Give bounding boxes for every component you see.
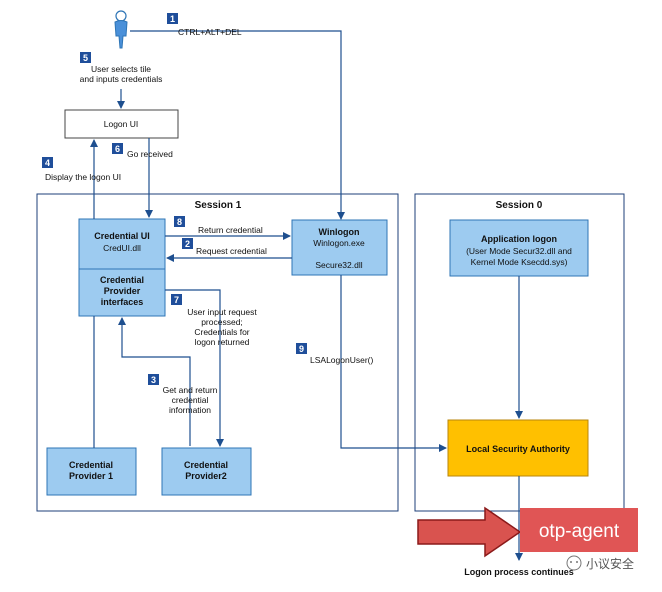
cpi-line-1: Provider <box>104 286 141 296</box>
step-3-text-1: credential <box>172 395 209 405</box>
step-7-text-1: processed; <box>201 317 243 327</box>
winlogon-secure: Secure32.dll <box>315 260 362 270</box>
cp2-line-1: Provider2 <box>185 471 227 481</box>
step-8-text: Return credential <box>198 225 263 235</box>
logon-ui-label: Logon UI <box>104 119 139 129</box>
step-9-text: LSALogonUser() <box>310 355 373 365</box>
credential-provider-2-box <box>161 447 252 496</box>
step-7-text-3: logon returned <box>195 337 250 347</box>
step-8-badge <box>174 216 185 227</box>
cp1-line-0: Credential <box>69 460 113 470</box>
credential-provider-interfaces-box <box>78 268 166 317</box>
credential-ui-title: Credential UI <box>94 231 150 241</box>
arrow-get-return-info <box>118 317 191 446</box>
step-7-num: 7 <box>174 295 179 305</box>
wechat-icon <box>566 555 582 571</box>
watermark-text: 小议安全 <box>586 556 634 571</box>
winlogon-sub: Winlogon.exe <box>313 238 365 248</box>
step-8-num: 8 <box>177 217 182 227</box>
step-5-text-0: User selects tile <box>91 64 151 74</box>
step-9-badge <box>296 343 307 354</box>
step-2-badge <box>182 238 193 249</box>
otp-agent-label: otp-agent <box>539 521 620 542</box>
session0-title: Session 0 <box>496 200 543 211</box>
step-7-badge <box>171 294 182 305</box>
step-6-text: Go received <box>127 149 173 159</box>
step-2-text: Request credential <box>196 246 267 256</box>
step-7-text-0: User input request <box>187 307 257 317</box>
step-4-text: Display the logon UI <box>45 172 121 182</box>
arrow-lsalogonuser <box>340 275 447 452</box>
step-6-num: 6 <box>115 144 120 154</box>
logon-continues-text: Logon process continues <box>464 567 574 577</box>
app-logon-title: Application logon <box>481 234 557 244</box>
cpi-line-2: interfaces <box>101 297 144 307</box>
step-1-text: CTRL+ALT+DEL <box>178 27 242 37</box>
lsa-label: Local Security Authority <box>466 444 570 454</box>
arrow-credentials-returned <box>165 289 224 447</box>
otp-agent-box <box>520 508 638 552</box>
step-5-num: 5 <box>83 53 88 63</box>
step-9-num: 9 <box>299 344 304 354</box>
credential-provider-1-box <box>46 447 137 496</box>
step-5-badge <box>80 52 91 63</box>
cp2-line-0: Credential <box>184 460 228 470</box>
step-4-num: 4 <box>45 158 50 168</box>
step-3-text-2: information <box>169 405 211 415</box>
step-3-text-0: Get and return <box>163 385 218 395</box>
step-5-text-1: and inputs credentials <box>80 74 163 84</box>
otp-agent-red-arrow <box>417 506 522 558</box>
step-4-badge <box>42 157 53 168</box>
user-icon <box>114 10 128 49</box>
winlogon-box <box>291 219 388 276</box>
application-logon-box <box>449 219 589 277</box>
winlogon-title: Winlogon <box>319 227 360 237</box>
step-1-badge <box>167 13 178 24</box>
session1-container <box>36 193 399 512</box>
cpi-line-0: Credential <box>100 275 144 285</box>
session1-title: Session 1 <box>195 200 242 211</box>
step-3-badge <box>148 374 159 385</box>
lsa-box <box>447 419 589 477</box>
step-3-num: 3 <box>151 375 156 385</box>
logon-ui-box <box>64 109 179 139</box>
step-7-text-2: Credentials for <box>194 327 249 337</box>
app-logon-sub-1: Kernel Mode Ksecdd.sys) <box>471 257 568 267</box>
cp1-line-1: Provider 1 <box>69 471 113 481</box>
app-logon-sub-0: (User Mode Secur32.dll and <box>466 246 572 256</box>
step-2-num: 2 <box>185 239 190 249</box>
step-6-badge <box>112 143 123 154</box>
step-1-num: 1 <box>170 14 175 24</box>
credential-ui-sub: CredUI.dll <box>103 243 141 253</box>
arrow-ctrl-alt-del <box>130 30 345 220</box>
